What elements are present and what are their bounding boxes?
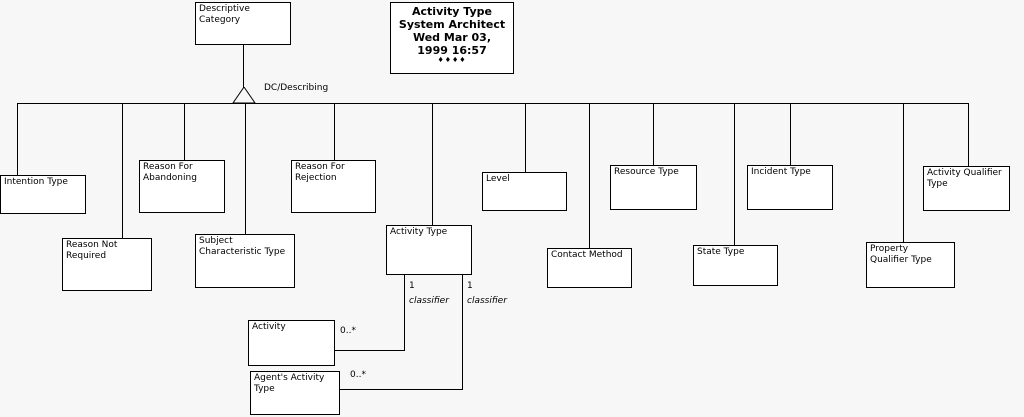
title-line-3: Wed Mar 03, <box>412 31 491 44</box>
title-line-2: System Architect <box>398 18 506 31</box>
drop-line-activity-type <box>432 103 433 225</box>
generalization-triangle-icon <box>232 87 256 104</box>
class-name-reason-for-rejection: Reason For Rejection <box>295 162 345 183</box>
drop-line-incident-type <box>790 103 791 165</box>
role-activity-target: classifier <box>409 296 449 306</box>
class-box-activity[interactable]: Activity <box>248 320 335 366</box>
multiplicity-agents-activity-type-target: 1 <box>467 281 473 291</box>
class-name-reason-for-abandoning: Reason For Abandoning <box>143 162 197 183</box>
class-name-level: Level <box>486 174 510 184</box>
class-name-subject-characteristic-type: Subject Characteristic Type <box>199 236 286 257</box>
class-name-resource-type: Resource Type <box>614 167 679 177</box>
class-box-reason-not-required[interactable]: Reason Not Required <box>62 238 152 291</box>
class-name-descriptive-category: Descriptive Category <box>199 4 250 25</box>
drop-line-reason-for-rejection <box>334 103 335 160</box>
title-line-4: 1999 16:57 <box>417 44 487 57</box>
class-name-agents-activity-type: Agent's Activity Type <box>254 373 325 394</box>
multiplicity-agents-activity-type-source: 0..* <box>350 370 366 380</box>
class-box-activity-type[interactable]: Activity Type <box>386 225 472 275</box>
class-box-activity-qualifier-type[interactable]: Activity Qualifier Type <box>923 166 1010 211</box>
multiplicity-activity-target: 1 <box>409 281 415 291</box>
generalization-label: DC/Describing <box>264 83 329 93</box>
title-line-1: Activity Type <box>412 5 492 18</box>
class-box-reason-for-rejection[interactable]: Reason For Rejection <box>291 160 376 213</box>
generalization-stem <box>243 45 244 88</box>
class-name-activity-type: Activity Type <box>390 227 448 237</box>
class-box-level[interactable]: Level <box>482 172 567 211</box>
class-box-resource-type[interactable]: Resource Type <box>610 165 697 210</box>
drop-line-resource-type <box>653 103 654 165</box>
class-box-reason-for-abandoning[interactable]: Reason For Abandoning <box>139 160 225 213</box>
drop-line-subject-characteristic-type <box>245 103 246 234</box>
class-box-contact-method[interactable]: Contact Method <box>547 248 632 288</box>
drop-line-contact-method <box>589 103 590 248</box>
drop-line-intention-type <box>17 103 18 175</box>
class-name-activity: Activity <box>252 322 286 332</box>
class-box-subject-characteristic-type[interactable]: Subject Characteristic Type <box>195 234 295 288</box>
class-box-agents-activity-type[interactable]: Agent's Activity Type <box>250 371 340 415</box>
class-name-state-type: State Type <box>697 247 745 257</box>
class-box-intention-type[interactable]: Intention Type <box>0 175 86 214</box>
class-box-state-type[interactable]: State Type <box>693 245 778 286</box>
drop-line-level <box>525 103 526 172</box>
class-name-reason-not-required: Reason Not Required <box>66 240 118 261</box>
association-line-agents-activity-type-horizontal <box>340 389 463 390</box>
drop-line-reason-not-required <box>122 103 123 238</box>
class-name-property-qualifier-type: Property Qualifier Type <box>870 244 932 265</box>
drop-line-reason-for-abandoning <box>184 103 185 160</box>
generalization-bus-line <box>17 103 969 104</box>
drop-line-property-qualifier-type <box>903 103 904 242</box>
title-diamond-markers: ♦♦♦♦ <box>437 56 467 64</box>
association-line-activity-horizontal <box>335 350 405 351</box>
class-box-property-qualifier-type[interactable]: Property Qualifier Type <box>866 242 955 288</box>
class-box-incident-type[interactable]: Incident Type <box>747 165 833 210</box>
drop-line-state-type <box>734 103 735 245</box>
class-name-activity-qualifier-type: Activity Qualifier Type <box>927 168 1002 189</box>
class-name-intention-type: Intention Type <box>4 177 68 187</box>
multiplicity-activity-source: 0..* <box>340 326 356 336</box>
class-name-incident-type: Incident Type <box>751 167 811 177</box>
drop-line-activity-qualifier-type <box>968 103 969 166</box>
diagram-title-box: Activity Type System Architect Wed Mar 0… <box>390 2 514 74</box>
class-name-contact-method: Contact Method <box>551 250 623 260</box>
association-line-activity-vertical <box>404 275 405 350</box>
role-agents-activity-type-target: classifier <box>467 296 507 306</box>
association-line-agents-activity-type-vertical <box>462 275 463 389</box>
class-box-descriptive-category[interactable]: Descriptive Category <box>195 2 291 45</box>
